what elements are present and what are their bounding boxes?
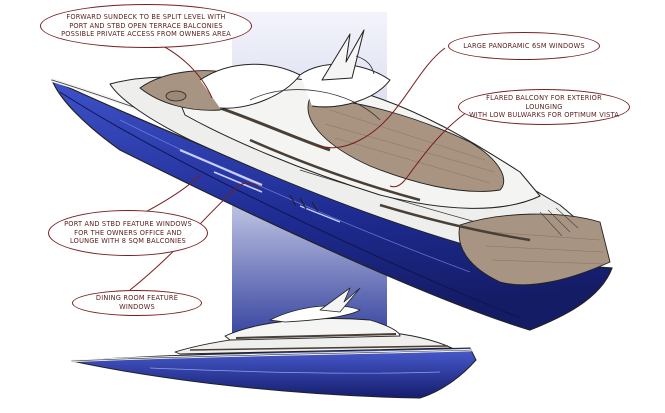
callout-dining: Dining room feature windows bbox=[72, 290, 202, 316]
callout-windows: Large panoramic 6sm windows bbox=[448, 32, 600, 60]
callout-balcony: Flared balcony for exterior lounging wit… bbox=[458, 89, 630, 125]
callout-sundeck-text: Forward sundeck to be split level with p… bbox=[61, 12, 231, 39]
callout-feature-windows: Port and stbd feature windows for the ow… bbox=[48, 210, 208, 256]
callout-balcony-text: Flared balcony for exterior lounging wit… bbox=[469, 93, 619, 120]
small-yacht bbox=[71, 287, 477, 399]
aft-deck bbox=[458, 213, 611, 286]
upper-teak bbox=[307, 97, 505, 192]
callout-feature-windows-text: Port and stbd feature windows for the ow… bbox=[64, 219, 192, 246]
main-yacht bbox=[51, 29, 613, 331]
callout-windows-text: Large panoramic 6sm windows bbox=[463, 41, 585, 50]
callout-sundeck: Forward sundeck to be split level with p… bbox=[40, 4, 252, 48]
main-mast bbox=[321, 29, 365, 81]
callout-dining-text: Dining room feature windows bbox=[95, 294, 179, 311]
